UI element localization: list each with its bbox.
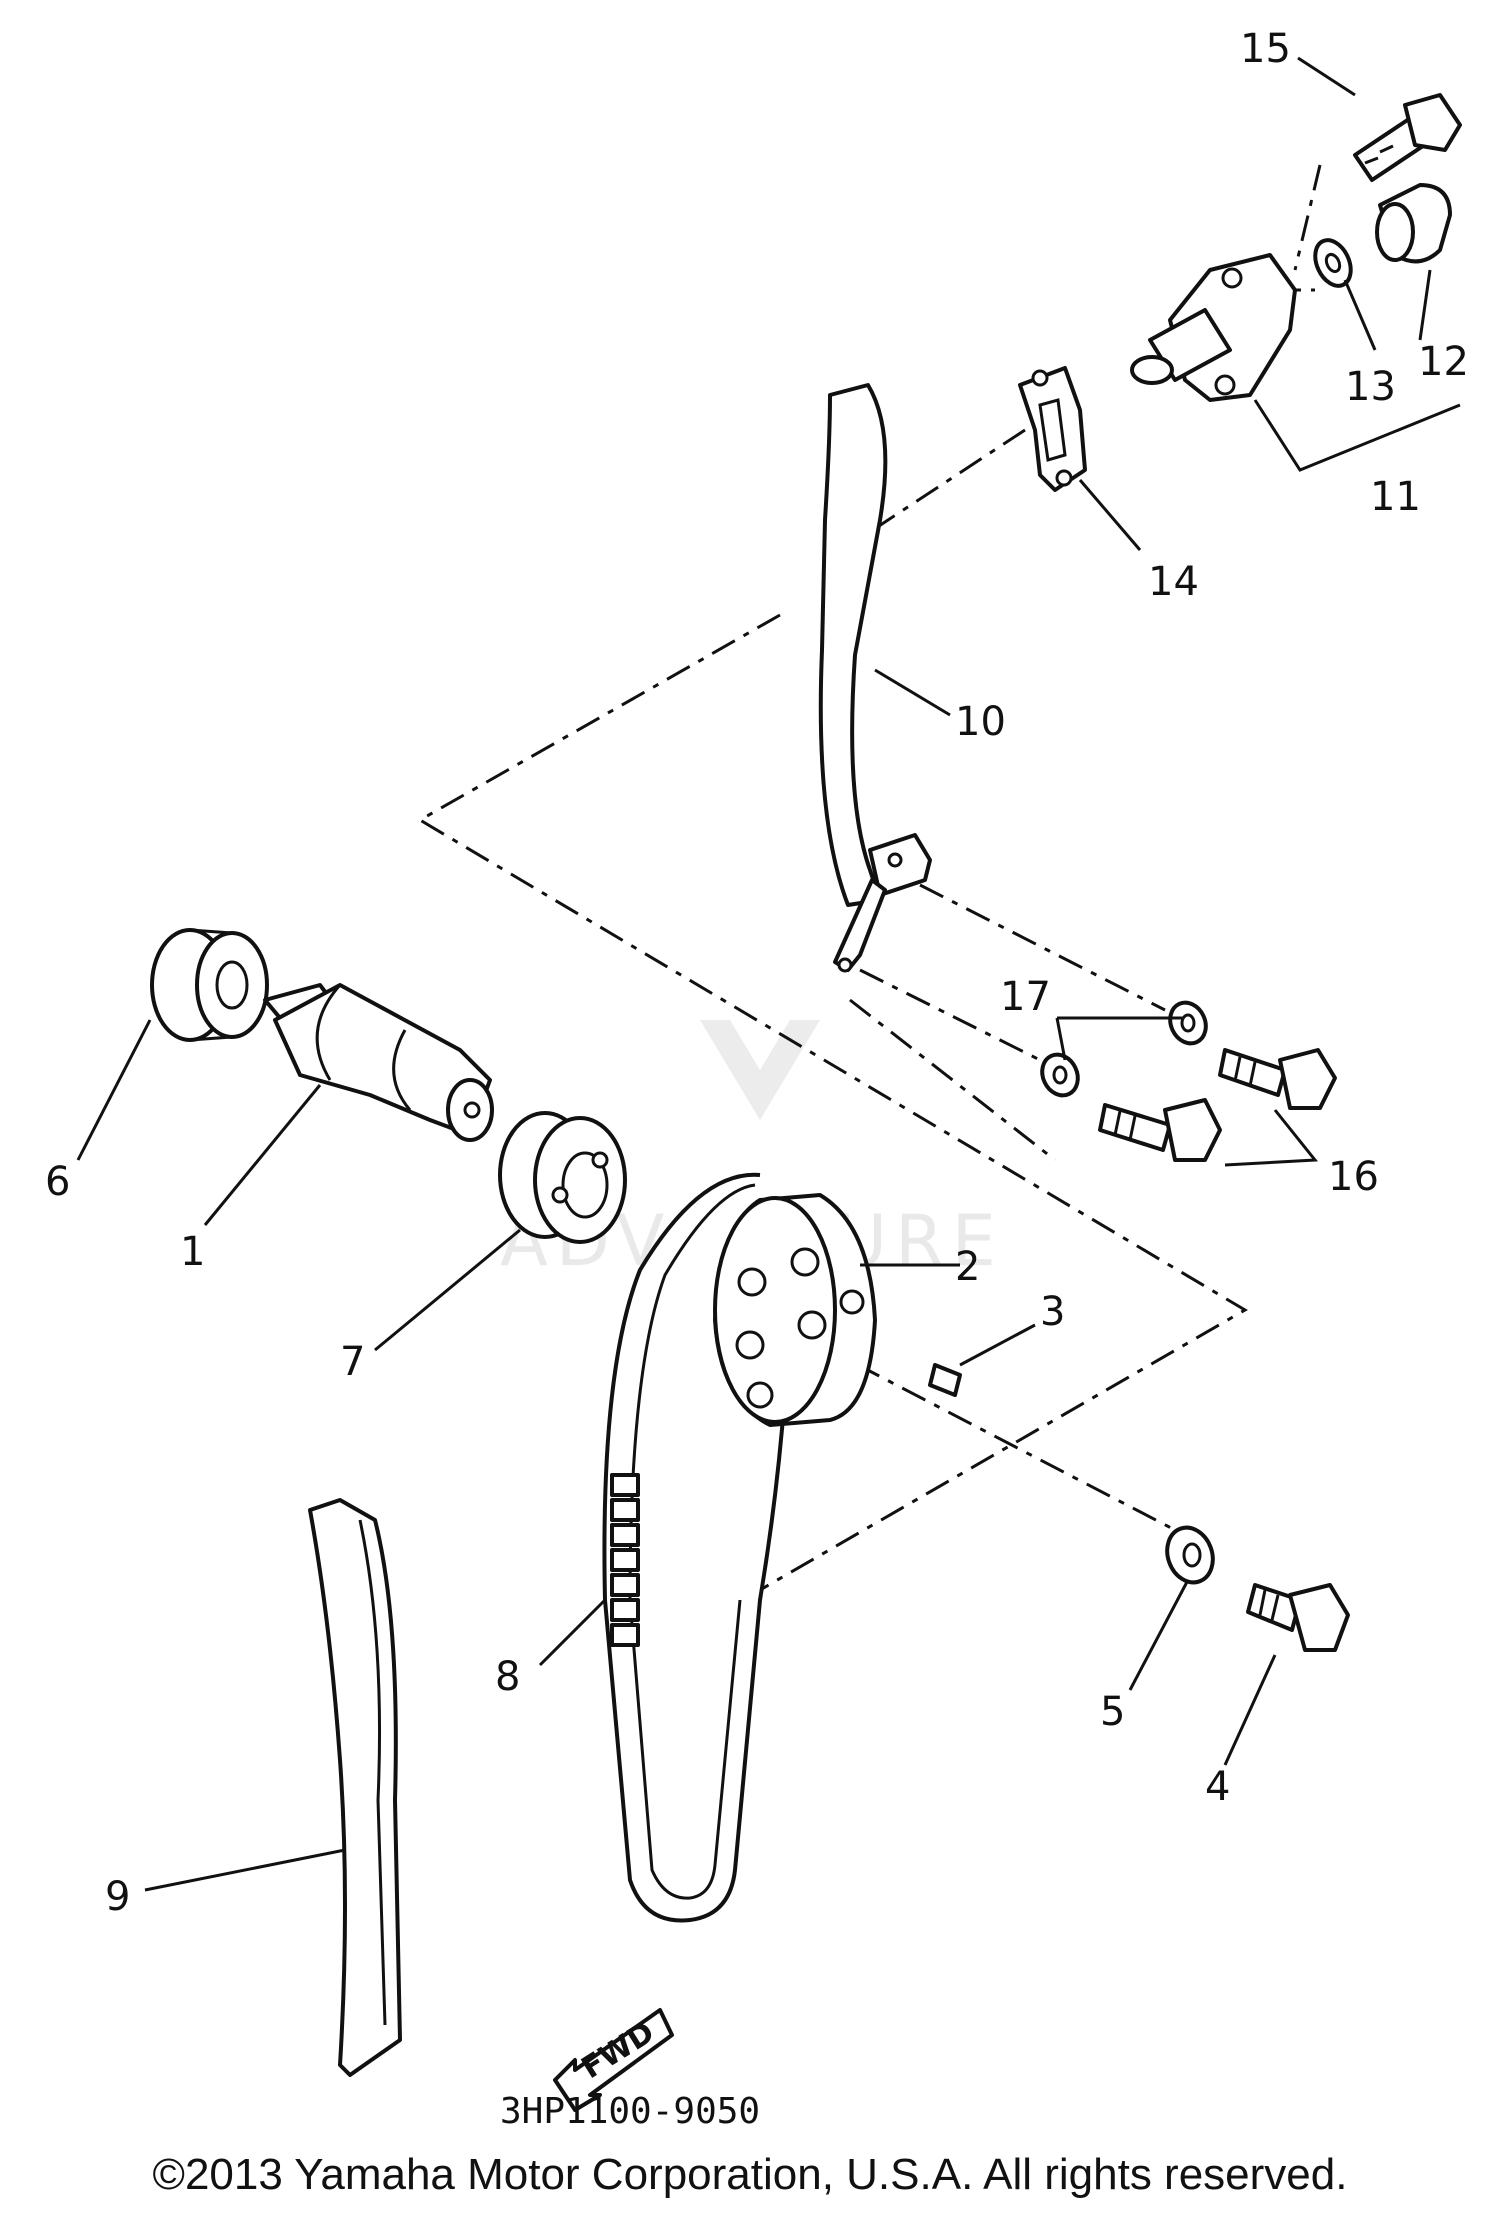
callout-10: 10	[955, 699, 1006, 745]
callout-13: 13	[1345, 364, 1396, 410]
callout-8: 8	[495, 1654, 520, 1700]
fwd-arrow-icon: FWD	[553, 2008, 674, 2112]
callout-4: 4	[1205, 1764, 1230, 1810]
part-15-bolt	[1353, 93, 1462, 182]
callout-2: 2	[955, 1244, 980, 1290]
part-10-chain-guide	[818, 383, 932, 973]
part-6-bearing	[150, 928, 269, 1042]
callout-6: 6	[45, 1159, 70, 1205]
part-17-washers	[1040, 1000, 1208, 1098]
callout-12: 12	[1418, 339, 1469, 385]
callout-14: 14	[1148, 559, 1199, 605]
diagram-code: 3HP1100-9050	[500, 2091, 760, 2132]
callout-5: 5	[1100, 1689, 1125, 1735]
callout-7: 7	[340, 1339, 365, 1385]
part-16-bolts	[1098, 1048, 1337, 1162]
callout-17: 17	[1000, 974, 1051, 1020]
callout-11: 11	[1370, 474, 1421, 520]
part-3-dowel-pin	[928, 1363, 962, 1397]
part-14-gasket	[1018, 366, 1087, 492]
callout-15: 15	[1240, 26, 1291, 72]
part-1-camshaft	[263, 983, 494, 1142]
part-7-bearing	[498, 1111, 627, 1244]
part-11-tensioner	[1130, 253, 1297, 402]
part-2-cam-sprocket	[713, 1193, 877, 1427]
part-4-bolt	[1246, 1583, 1350, 1652]
part-13-gasket	[1313, 238, 1353, 288]
part-12-plug	[1375, 183, 1452, 264]
callout-16: 16	[1328, 1154, 1379, 1200]
callout-3: 3	[1040, 1289, 1065, 1335]
copyright-notice: ©2013 Yamaha Motor Corporation, U.S.A. A…	[152, 2150, 1348, 2199]
callout-labels: 15 12 13 11 14 10 17 16 6 1 2 3 7 8 5 4 …	[45, 26, 1469, 1920]
callout-9: 9	[105, 1874, 130, 1920]
part-9-chain-guide	[308, 1498, 402, 2077]
callout-1: 1	[180, 1229, 205, 1275]
leader-lines	[76, 56, 1461, 1892]
part-5-washer	[1165, 1525, 1215, 1585]
